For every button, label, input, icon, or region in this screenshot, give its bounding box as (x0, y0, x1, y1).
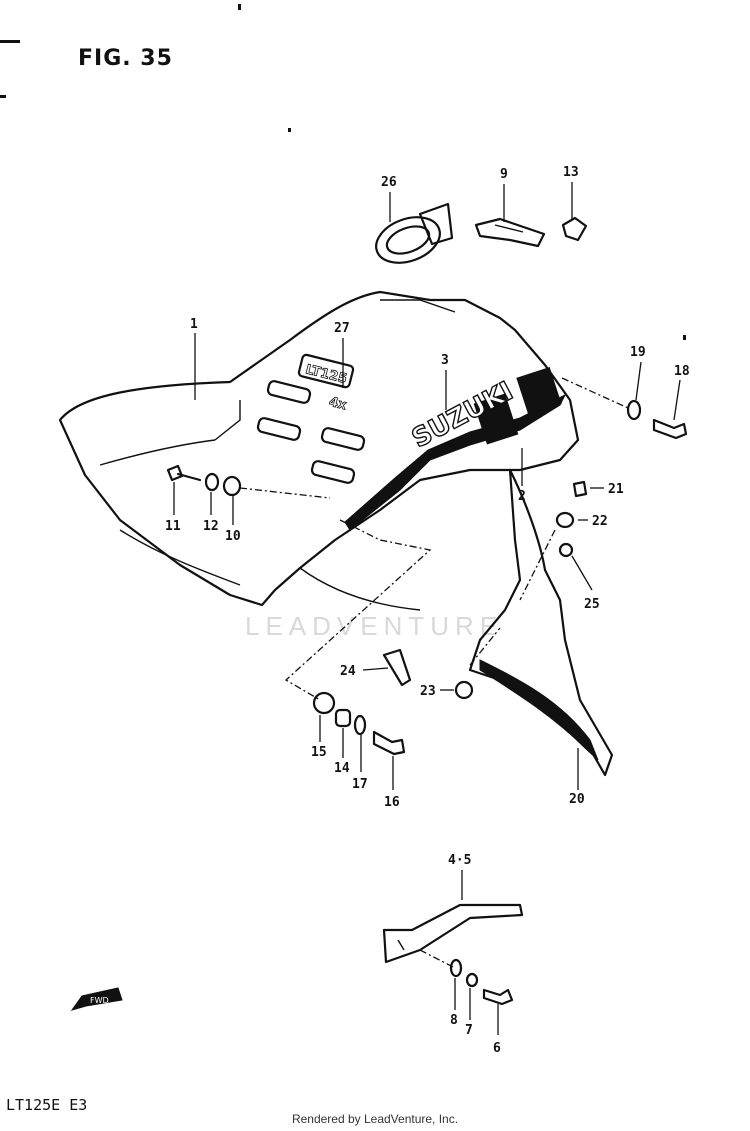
callout-6: 6 (493, 1041, 501, 1056)
callout-18: 18 (674, 364, 690, 379)
model-code: LT125E E3 (6, 1096, 88, 1114)
callout-11: 11 (165, 519, 181, 534)
part-3-decal-stripe: SUZUKI (344, 367, 567, 531)
fwd-label: FWD (90, 996, 109, 1005)
callout-22: 22 (592, 514, 608, 529)
callout-3: 3 (441, 353, 449, 368)
callout-12: 12 (203, 519, 219, 534)
assembly-lines (239, 377, 629, 969)
callout-20: 20 (569, 792, 585, 807)
callout-13: 13 (563, 165, 579, 180)
decal-model-sub: 4x (327, 395, 348, 414)
callout-23: 23 (420, 684, 436, 699)
callout-25: 25 (584, 597, 600, 612)
part-20-side-panel (468, 468, 614, 777)
callout-9: 9 (500, 167, 508, 182)
watermark: LEADVENTURE (245, 611, 503, 641)
part-9-strap (474, 217, 546, 248)
callout-4-5: 4·5 (448, 853, 471, 868)
callout-26: 26 (381, 175, 397, 190)
part-13-clip-nut (561, 216, 588, 242)
callout-1: 1 (190, 317, 198, 332)
fwd-arrow-icon: FWD (70, 987, 123, 1011)
callout-21: 21 (608, 482, 624, 497)
credit-footer: Rendered by LeadVenture, Inc. (291, 1112, 459, 1126)
callout-16: 16 (384, 795, 400, 810)
callout-19: 19 (630, 345, 646, 360)
callout-7: 7 (465, 1023, 473, 1038)
callout-27: 27 (334, 321, 350, 336)
callout-24: 24 (340, 664, 356, 679)
scan-specks (0, 4, 686, 340)
callout-10: 10 (225, 529, 241, 544)
callouts: 26 9 13 1 27 3 19 18 2 21 22 25 11 12 10… (165, 165, 690, 1056)
figure-title: FIG. 35 (78, 46, 173, 71)
callout-17: 17 (352, 777, 368, 792)
callout-14: 14 (334, 761, 350, 776)
leader-lines (173, 182, 681, 1035)
part-1-rear-fender (58, 290, 580, 611)
part-26-grab-handle (375, 202, 454, 264)
callout-2: 2 (518, 489, 526, 504)
hardware-parts (166, 399, 688, 1006)
callout-8: 8 (450, 1013, 458, 1028)
callout-15: 15 (311, 745, 327, 760)
fender-vents: LT125 4x (256, 353, 366, 484)
